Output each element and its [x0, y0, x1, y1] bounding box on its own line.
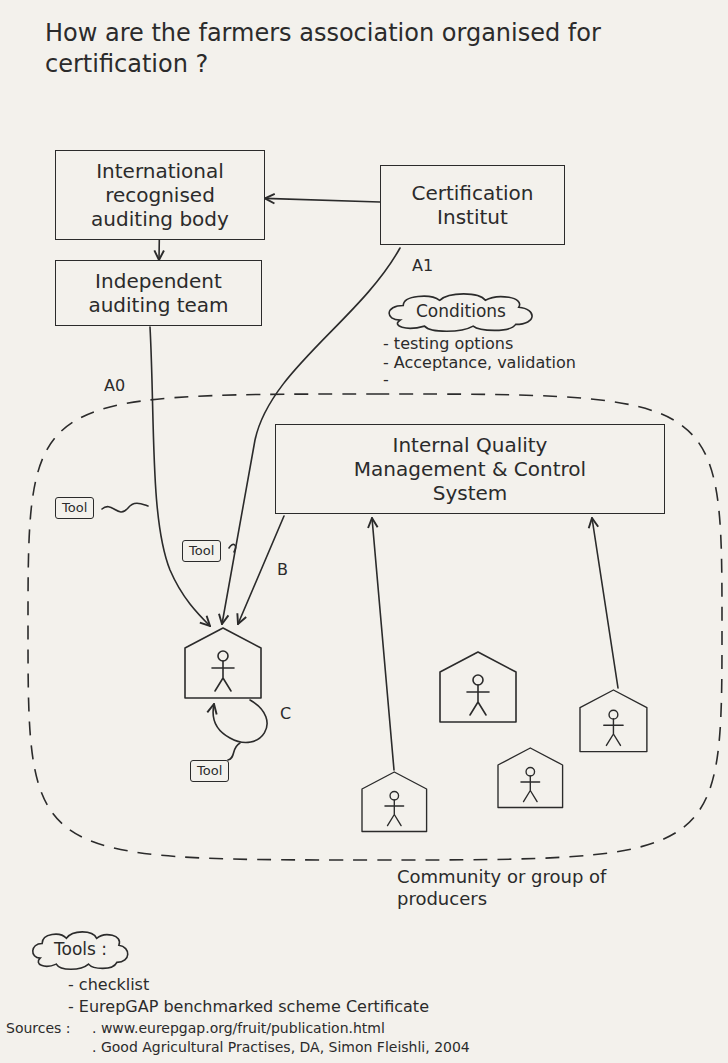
- farmer-head: [609, 710, 618, 719]
- institute-box: Certification Institut: [380, 165, 565, 245]
- cloud-outline: [389, 294, 532, 331]
- farmer-body: [521, 776, 540, 802]
- house-outline: [580, 690, 647, 752]
- producer-group-region: Community or group of producers Tool Inter…: [25, 392, 725, 922]
- self-check-loop: [213, 700, 267, 743]
- node-text: Internal Quality Management & Control Sy…: [335, 433, 605, 505]
- source-note: . Good Agricultural Practises, DA, Simon…: [92, 1039, 470, 1056]
- tool-tag: Tool: [182, 540, 221, 562]
- audit-arrow: [222, 248, 400, 624]
- farmer-house: [580, 690, 647, 752]
- farmer-body: [467, 685, 489, 715]
- member-arrow: [592, 518, 618, 688]
- farmer-house: [498, 748, 563, 808]
- tool-tag: Tool: [55, 497, 94, 519]
- arrow-label: A0: [104, 376, 125, 395]
- source-note: . www.eurepgap.org/fruit/publication.htm…: [92, 1020, 385, 1037]
- farmer-head: [218, 651, 228, 661]
- auditing-team-box: Independent auditing team: [55, 260, 262, 326]
- arrow-label: A1: [412, 256, 433, 275]
- audit-arrow: [150, 327, 210, 626]
- quality-system-box: Internal Quality Management & Control Sy…: [275, 424, 665, 514]
- tools-cloud: Tools :: [30, 928, 131, 971]
- node-text: Tool: [189, 543, 214, 559]
- region-outline: [28, 394, 722, 860]
- condition-item: - testing options: [383, 334, 513, 353]
- node-text: Tool: [197, 763, 222, 779]
- source-note: Sources :: [6, 1020, 71, 1037]
- farmer-head: [526, 768, 535, 777]
- arrow-label: B: [277, 560, 288, 579]
- conditions-cloud: Conditions: [385, 290, 537, 333]
- farmer-head: [473, 675, 483, 685]
- condition-item: -: [383, 370, 389, 389]
- farmer-head: [390, 792, 399, 801]
- node-text: Tool: [62, 500, 87, 516]
- farmer-body: [212, 661, 234, 691]
- house-outline: [440, 652, 516, 722]
- house-outline: [498, 748, 563, 808]
- node-text: Community or group of producers: [397, 866, 657, 909]
- title: How are the farmers association organise…: [45, 18, 685, 80]
- cloud-outline: [33, 932, 128, 969]
- node-text: Tools :: [54, 939, 107, 959]
- tool-tag: Tool: [190, 760, 229, 782]
- tool-curl: [228, 743, 240, 760]
- member-arrow: [372, 518, 394, 770]
- tool-item: - checklist: [68, 975, 149, 994]
- node-text: Independent auditing team: [66, 269, 251, 317]
- farmer-body: [385, 800, 404, 826]
- farmer-house: [185, 628, 261, 698]
- tool-curl: [102, 503, 148, 512]
- house-outline: [362, 772, 427, 832]
- node-text: Conditions: [416, 301, 506, 321]
- house-outline: [185, 628, 261, 698]
- node-text: Certification Institut: [391, 181, 554, 229]
- connector: [158, 240, 160, 260]
- tool-item: - EurepGAP benchmarked scheme Certificat…: [68, 997, 429, 1016]
- farmer-body: [604, 719, 623, 745]
- auditing-body-box: International recognised auditing body: [55, 150, 265, 240]
- farmer-house: [362, 772, 427, 832]
- condition-item: - Acceptance, validation: [383, 353, 576, 372]
- connector: [265, 198, 380, 202]
- node-text: International recognised auditing body: [66, 159, 254, 231]
- arrow-label: C: [280, 704, 291, 723]
- tool-curl: [229, 544, 235, 552]
- farmer-house: [440, 652, 516, 722]
